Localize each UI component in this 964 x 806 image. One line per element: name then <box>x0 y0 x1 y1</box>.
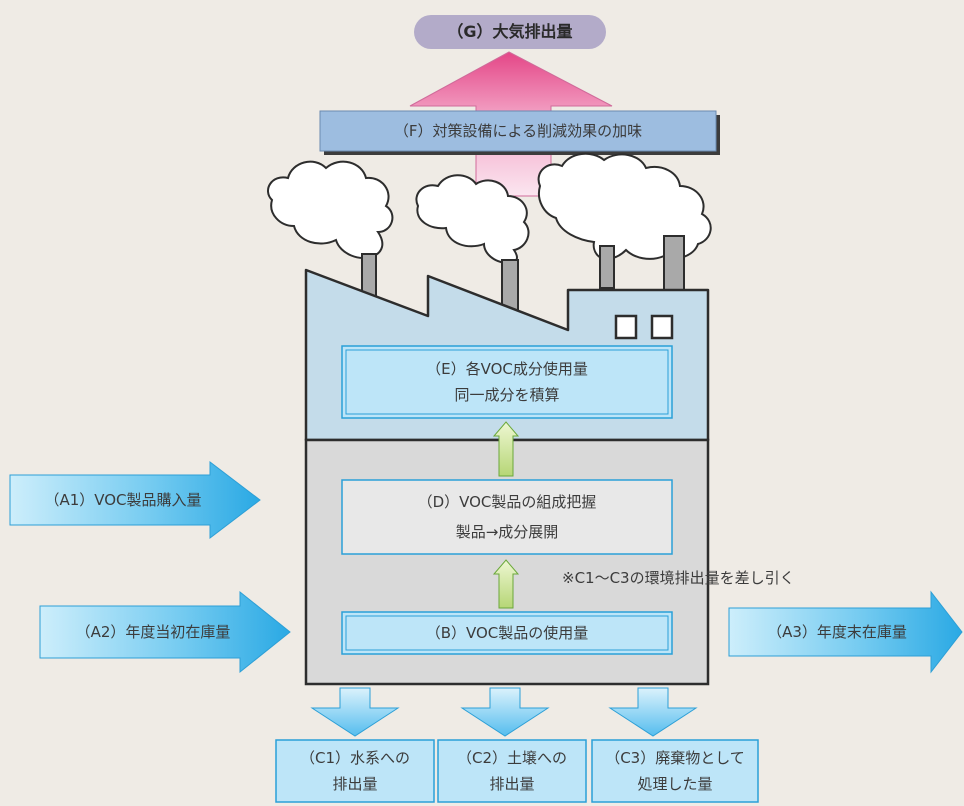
component-usage-box <box>341 345 673 419</box>
initial-stock-label: （A2）年度当初在庫量 <box>75 623 231 641</box>
water-emission-line1: （C1）水系への <box>299 749 411 767</box>
waste-label: （C3）廃棄物として 処理した量 <box>592 740 758 802</box>
smoke-cloud-middle <box>415 174 530 264</box>
final-stock-arrow <box>728 590 963 674</box>
window-2 <box>650 314 674 340</box>
down-arrow-soil <box>460 687 550 737</box>
product-usage-label: （B）VOC製品の使用量 <box>425 624 589 642</box>
water-emission-line2: 排出量 <box>332 775 378 793</box>
green-arrow-lower <box>492 559 520 609</box>
final-stock-label: （A3）年度末在庫量 <box>767 623 907 641</box>
air-emission-label: （G）大気排出量 <box>447 22 573 41</box>
product-usage-box-inner <box>345 615 669 651</box>
soil-emission-label: （C2）土壌への 排出量 <box>438 740 586 802</box>
composition-label: （D）VOC製品の組成把握 製品→成分展開 <box>342 480 672 554</box>
air-emission-pill <box>414 15 606 49</box>
subtract-note: ※C1〜C3の環境排出量を差し引く <box>562 569 795 587</box>
waste-line1: （C3）廃棄物として <box>605 749 745 767</box>
down-arrow-waste <box>608 687 698 737</box>
composition-box <box>341 479 673 555</box>
initial-stock-arrow <box>39 590 291 674</box>
reduction-box <box>319 110 717 152</box>
green-arrow-upper <box>492 421 520 477</box>
component-usage-label: （E）各VOC成分使用量 同一成分を積算 <box>342 346 672 418</box>
composition-line2: 製品→成分展開 <box>455 523 559 541</box>
soil-emission-box <box>437 739 587 803</box>
waste-line2: 処理した量 <box>637 775 713 793</box>
waste-box <box>591 739 759 803</box>
component-usage-line1: （E）各VOC成分使用量 <box>426 360 588 378</box>
window-1 <box>614 314 638 340</box>
purchase-label: （A1）VOC製品購入量 <box>44 491 202 509</box>
smoke-cloud-left <box>267 160 394 259</box>
down-arrow-water <box>310 687 400 737</box>
water-emission-box <box>275 739 435 803</box>
purchase-arrow <box>9 460 261 540</box>
soil-emission-line2: 排出量 <box>489 775 535 793</box>
reduction-effect-label: （F）対策設備による削減効果の加味 <box>393 122 643 140</box>
component-usage-line2: 同一成分を積算 <box>454 386 560 404</box>
component-usage-box-inner <box>345 349 669 415</box>
chimney-4 <box>663 235 685 291</box>
chimney-3 <box>599 245 615 289</box>
composition-line1: （D）VOC製品の組成把握 <box>417 493 597 511</box>
soil-emission-line1: （C2）土壌への <box>456 749 568 767</box>
product-usage-box <box>341 611 673 655</box>
water-emission-label: （C1）水系への 排出量 <box>276 740 434 802</box>
